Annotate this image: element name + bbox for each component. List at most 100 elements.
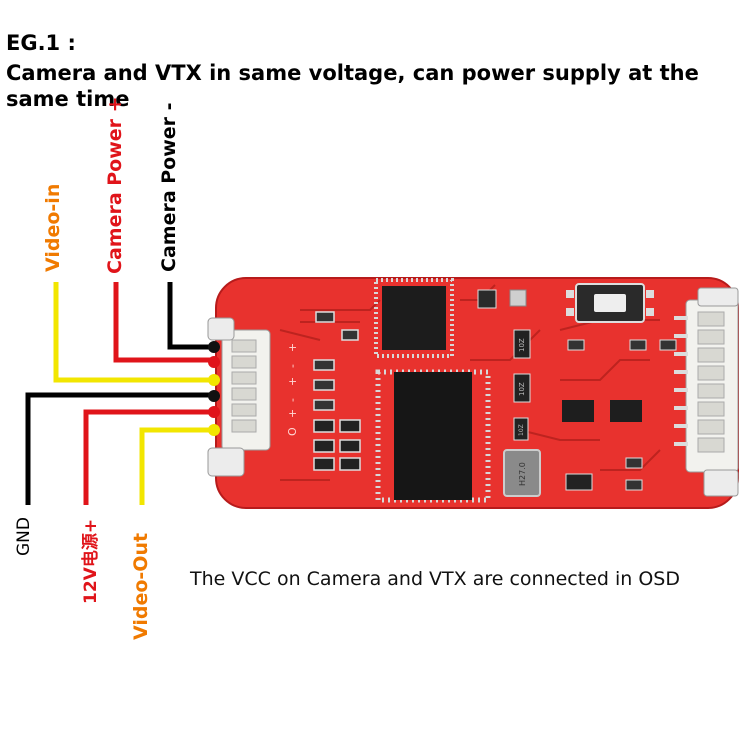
connector-pin	[674, 442, 688, 446]
pin-mark: -	[286, 364, 299, 368]
smd-part	[565, 473, 593, 491]
mosfet	[562, 400, 594, 422]
mcu-body	[382, 286, 446, 350]
smd-part	[313, 379, 335, 391]
mcu-pins	[374, 278, 454, 358]
small-chips: 10Z 10Z 10Z	[477, 289, 531, 441]
connector-slot	[231, 371, 257, 385]
smd-part	[629, 339, 647, 351]
pin-mark: -	[286, 398, 299, 402]
button-pad	[566, 308, 574, 316]
connector-slot	[231, 387, 257, 401]
connector-slot	[231, 403, 257, 417]
power-12v-wire	[83, 409, 214, 505]
smd-part	[659, 339, 677, 351]
smd-part	[341, 329, 359, 341]
connector-slot	[697, 365, 725, 381]
smd-part	[339, 457, 361, 471]
connector-tab-top	[697, 287, 739, 307]
connector-slot	[697, 329, 725, 345]
pin-mark: +	[286, 377, 299, 386]
connector-slot	[697, 383, 725, 399]
camera-power-minus-wire	[167, 282, 214, 350]
video-out-wire	[139, 427, 214, 505]
smd-part	[313, 359, 335, 371]
video-in-wire	[53, 282, 214, 383]
pin-gnd	[208, 390, 220, 402]
gnd-wire	[25, 392, 214, 505]
sot-chip-3	[513, 417, 529, 441]
smd-part	[313, 419, 335, 433]
crystal: H27.0	[503, 449, 541, 497]
button-pad	[646, 308, 654, 316]
connector-pin	[674, 334, 688, 338]
connector-slot	[697, 419, 725, 435]
connector-pin	[674, 352, 688, 356]
pin-marks: + - + - + O	[286, 343, 299, 436]
right-connector	[674, 287, 739, 497]
button-cap	[594, 294, 626, 312]
push-button	[566, 283, 654, 323]
vcc-note: The VCC on Camera and VTX are connected …	[190, 568, 681, 590]
example-title: EG.1 :	[6, 31, 76, 55]
connector-slots	[231, 339, 257, 433]
smd-part	[625, 479, 643, 491]
connector-slot	[697, 347, 725, 363]
smd-part	[313, 399, 335, 411]
crystal-body	[503, 449, 541, 497]
pin-mark: O	[286, 427, 299, 436]
left-connector	[207, 317, 271, 477]
connector-pin	[674, 406, 688, 410]
pin-12v	[208, 406, 220, 418]
small-chip	[477, 289, 497, 309]
connector-tab-top	[207, 317, 235, 341]
button-pad	[646, 290, 654, 298]
connector-slot	[697, 401, 725, 417]
smd-part	[567, 339, 585, 351]
connector-slot	[697, 311, 725, 327]
connector-slot	[231, 339, 257, 353]
connector-slots	[697, 311, 725, 453]
connector-pins	[674, 316, 688, 446]
mosfet	[610, 400, 642, 422]
pcb-body	[216, 278, 738, 508]
chip-label-3: 10Z	[518, 424, 525, 436]
chip-label-2: 10Z	[518, 382, 526, 396]
smd-part	[339, 439, 361, 453]
sot-chip-1	[513, 329, 531, 359]
soic-body	[394, 372, 472, 500]
soic-chip	[375, 369, 491, 503]
camera-power-plus-wire	[113, 282, 214, 363]
smd-part	[313, 439, 335, 453]
pin-video-in	[208, 374, 220, 386]
smd-part	[339, 419, 361, 433]
pin-mark: +	[286, 409, 299, 418]
connector-pin	[674, 388, 688, 392]
connector-pin	[674, 316, 688, 320]
smd-part	[625, 457, 643, 469]
pin-camera-minus	[208, 341, 220, 353]
mcu-chip	[374, 278, 454, 358]
connector-pin	[674, 370, 688, 374]
chip-label-1: 10Z	[518, 338, 526, 352]
connector-slot	[231, 355, 257, 369]
osd-board: + - + - + O	[207, 277, 739, 509]
connector-tab-bottom	[207, 447, 245, 477]
smd-part	[315, 311, 335, 323]
button-pad	[566, 290, 574, 298]
wires	[25, 282, 214, 505]
connector-slot	[697, 437, 725, 453]
pin-mark: +	[286, 343, 299, 352]
smd-components-right	[562, 339, 677, 491]
smd-components-left	[313, 311, 361, 471]
connector-tab-bottom	[703, 469, 739, 497]
crystal-label: H27.0	[518, 462, 527, 486]
sensor-chip	[509, 289, 527, 307]
sot-chip-2	[513, 373, 531, 403]
example-description: Camera and VTX in same voltage, can powe…	[6, 61, 699, 111]
pin-video-out	[208, 424, 220, 436]
pin-camera-plus	[208, 356, 220, 368]
connector-slot	[231, 419, 257, 433]
smd-part	[313, 457, 335, 471]
